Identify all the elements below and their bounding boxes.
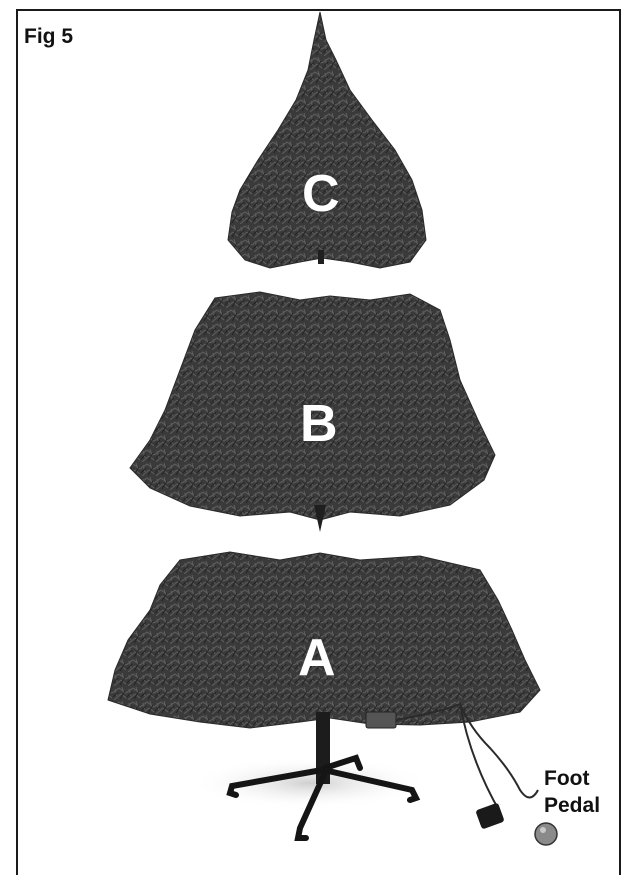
section-label-c: C: [302, 168, 340, 220]
foot-pedal-label-line2: Pedal: [544, 792, 600, 819]
section-label-a: A: [298, 632, 336, 684]
figure-label: Fig 5: [24, 25, 73, 49]
foot-pedal-label: Foot Pedal: [544, 765, 600, 819]
tree-section-a: [108, 552, 557, 845]
foot-pedal-label-line1: Foot: [544, 765, 600, 792]
section-label-b: B: [300, 398, 338, 450]
tree-section-c: [228, 12, 426, 268]
